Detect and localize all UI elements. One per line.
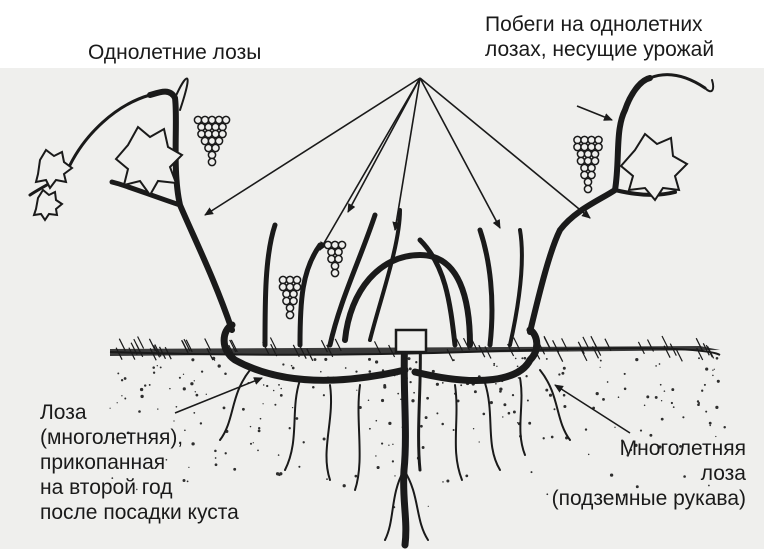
label-fruiting-shoots: Побеги на однолетних лозах, несущие урож… xyxy=(485,12,714,62)
label-buried-vine: Лоза (многолетняя), прикопанная на второ… xyxy=(40,400,239,525)
label-annual-vines: Однолетние лозы xyxy=(88,40,261,65)
label-perennial-vine: Многолетняя лоза (подземные рукава) xyxy=(552,436,746,511)
